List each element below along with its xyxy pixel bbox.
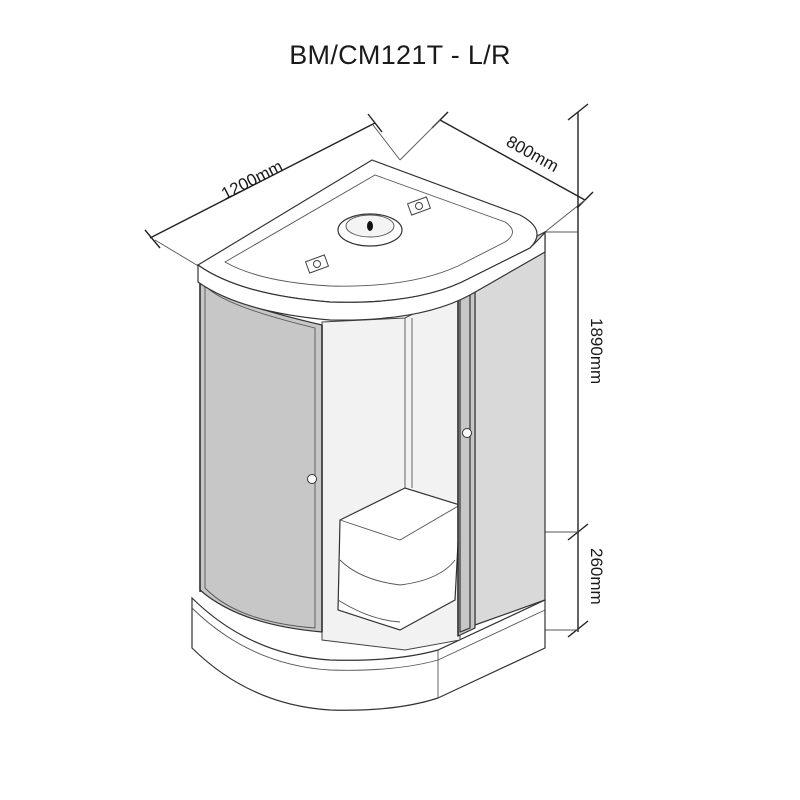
- right-door-handle: [462, 428, 472, 438]
- height-dimension: 1890mm 260mm: [545, 103, 606, 638]
- depth-label: 800mm: [503, 132, 562, 176]
- right-rear-panel: [474, 231, 546, 626]
- corner-seat: [337, 487, 461, 631]
- left-sliding-door: [199, 278, 323, 633]
- shower-tray: [191, 596, 546, 711]
- model-title: BM/CM121T - L/R: [289, 40, 511, 70]
- shower-cabin: [191, 159, 547, 711]
- ceiling-light-icon: [304, 254, 330, 274]
- left-door-handle: [307, 474, 317, 484]
- width-label: 1200mm: [218, 157, 286, 204]
- ceiling-light-icon: [406, 196, 432, 216]
- height-label: 1890mm: [587, 318, 606, 384]
- tray-height-label: 260mm: [587, 548, 606, 605]
